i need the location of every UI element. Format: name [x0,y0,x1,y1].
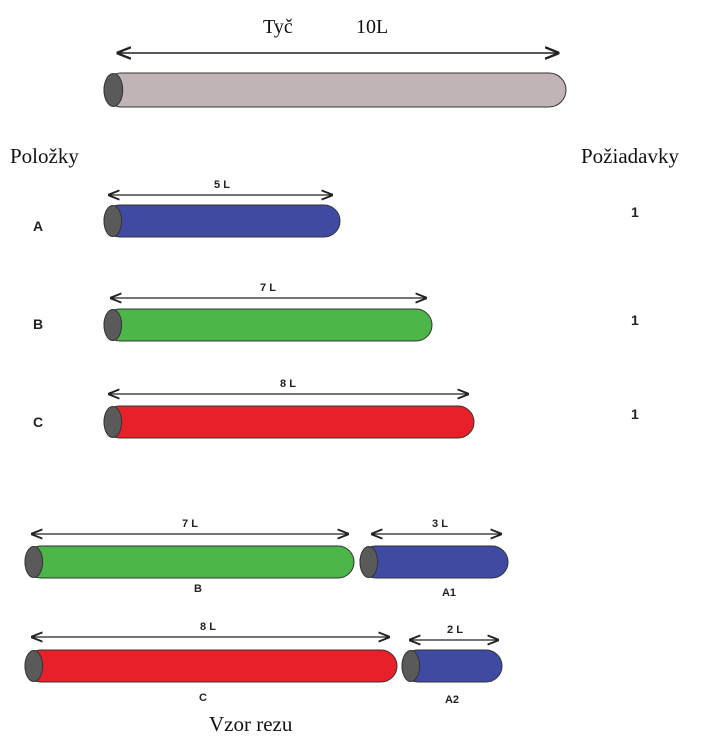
items-header: Položky [10,144,79,168]
stock-label: Tyč [263,16,293,38]
cut-pattern-caption: Vzor rezu [209,712,293,736]
pattern-1-piece-a1-rod-end-cap [359,546,379,578]
pattern-1-piece-a1-rod [359,545,509,579]
pattern-2-piece-c-rod-body [24,649,398,683]
pattern-2-piece-c-rod [24,649,398,683]
pattern-1-piece-b-rod-body [24,545,355,579]
stock-length-label: 10L [356,16,389,38]
pattern-1-piece-a1-rod-body [359,545,509,579]
pattern-1-piece-b-name-label: B [194,583,202,595]
demands-header: Požiadavky [581,144,679,168]
item-b-length-label: 7 L [260,282,276,294]
pattern-1-piece-b-rod [24,545,355,579]
item-c-demand: 1 [631,406,639,422]
pattern-2-piece-a2-rod [401,649,503,683]
item-b-rod-end-cap [103,309,123,341]
item-a-demand: 1 [631,204,639,220]
item-a-rod-end-cap [103,205,123,237]
item-c-length-label: 8 L [280,378,296,390]
pattern-2-piece-c-name-label: C [199,692,207,704]
stock-rod-end-cap [103,73,124,107]
item-b-rod [103,308,433,342]
item-c-rod [103,405,475,439]
pattern-1-piece-b-rod-end-cap [24,546,44,578]
stock-rod-body [103,72,567,108]
pattern-2-piece-a2-name-label: A2 [445,694,459,706]
item-a-rod [103,204,341,238]
stock-rod [103,72,567,108]
item-a-letter: A [33,218,44,234]
item-a-rod-body [103,204,341,238]
item-c-letter: C [33,414,44,430]
pattern-1-piece-b-length-label: 7 L [182,518,198,530]
item-c-rod-end-cap [103,406,123,438]
pattern-1-piece-a1-name-label: A1 [442,587,456,599]
pattern-2-piece-a2-rod-end-cap [401,650,421,682]
pattern-2-piece-c-length-label: 8 L [200,621,216,633]
item-b-letter: B [33,316,44,332]
item-b-rod-body [103,308,433,342]
pattern-1-piece-a1-length-label: 3 L [432,518,448,530]
item-a-length-label: 5 L [214,179,230,191]
pattern-2-piece-a2-length-label: 2 L [447,624,463,636]
item-b-demand: 1 [631,312,639,328]
item-c-rod-body [103,405,475,439]
pattern-2-piece-c-rod-end-cap [24,650,44,682]
